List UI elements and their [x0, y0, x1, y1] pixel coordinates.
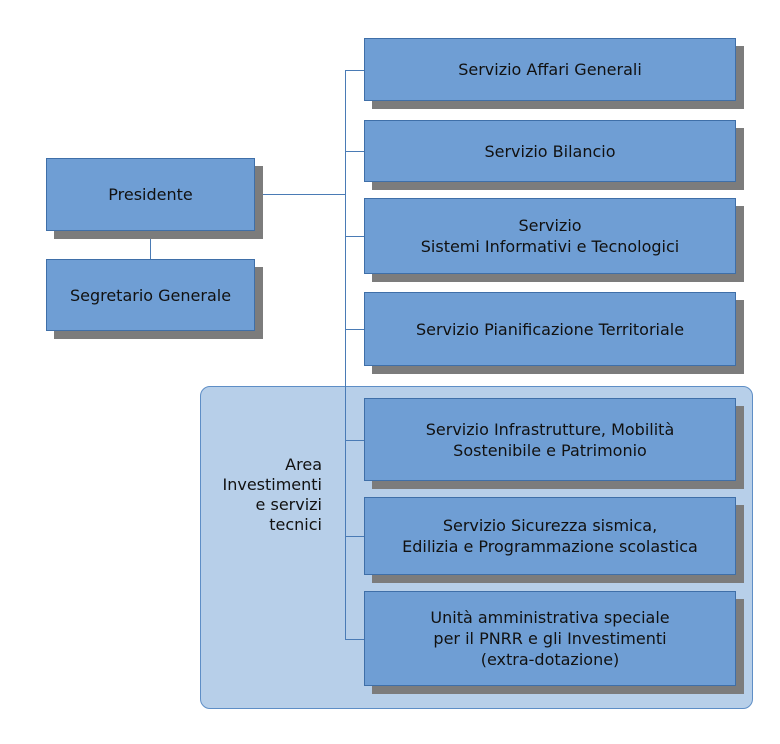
sicurezza-sismica-line-2: Edilizia e Programmazione scolastica [402, 537, 698, 556]
connector-pianificazione [345, 329, 364, 330]
area-label-line-3: e servizi [255, 495, 322, 514]
pnrr-line-1: Unità amministrativa speciale [430, 608, 670, 627]
box-unita-pnrr: Unità amministrativa speciale per il PNR… [364, 591, 736, 686]
box-servizio-affari-generali: Servizio Affari Generali [364, 38, 736, 101]
presidente-label: Presidente [108, 185, 193, 204]
box-servizio-sistemi-informativi: Servizio Sistemi Informativi e Tecnologi… [364, 198, 736, 274]
connector-presidente-segretario [150, 231, 151, 259]
connector-sistemi-informativi [345, 236, 364, 237]
bilancio-label: Servizio Bilancio [484, 141, 616, 161]
sistemi-informativi-line-2: Sistemi Informativi e Tecnologici [420, 237, 680, 256]
connector-infrastrutture [345, 440, 364, 441]
infrastrutture-line-2: Sostenibile e Patrimonio [453, 440, 647, 460]
connector-pnrr [345, 639, 364, 640]
connector-bilancio [345, 151, 364, 152]
connector-vertical-trunk [345, 70, 346, 639]
pianificazione-label: Servizio Pianificazione Territoriale [415, 319, 685, 339]
pnrr-line-3: (extra-dotazione) [480, 650, 620, 669]
box-servizio-infrastrutture: Servizio Infrastrutture, Mobilità Sosten… [364, 398, 736, 481]
connector-sicurezza-sismica [345, 536, 364, 537]
infrastrutture-line-1: Servizio Infrastrutture, Mobilità [425, 419, 675, 439]
box-servizio-sicurezza-sismica: Servizio Sicurezza sismica, Edilizia e P… [364, 497, 736, 575]
connector-affari-generali [345, 70, 364, 71]
area-label-line-4: tecnici [269, 515, 322, 534]
box-segretario-generale: Segretario Generale [46, 259, 255, 331]
area-label-line-1: Area [285, 455, 322, 474]
area-label-line-2: Investimenti [222, 475, 322, 494]
box-presidente: Presidente [46, 158, 255, 231]
affari-generali-label: Servizio Affari Generali [458, 60, 642, 79]
box-servizio-pianificazione-territoriale: Servizio Pianificazione Territoriale [364, 292, 736, 366]
pnrr-line-2: per il PNRR e gli Investimenti [433, 629, 667, 648]
segretario-generale-label: Segretario Generale [69, 285, 232, 305]
sicurezza-sismica-line-1: Servizio Sicurezza sismica, [442, 516, 658, 535]
sistemi-informativi-line-1: Servizio [518, 216, 582, 235]
box-servizio-bilancio: Servizio Bilancio [364, 120, 736, 182]
connector-presidente-trunk [254, 194, 345, 195]
area-investimenti-label: Area Investimenti e servizi tecnici [200, 455, 322, 535]
